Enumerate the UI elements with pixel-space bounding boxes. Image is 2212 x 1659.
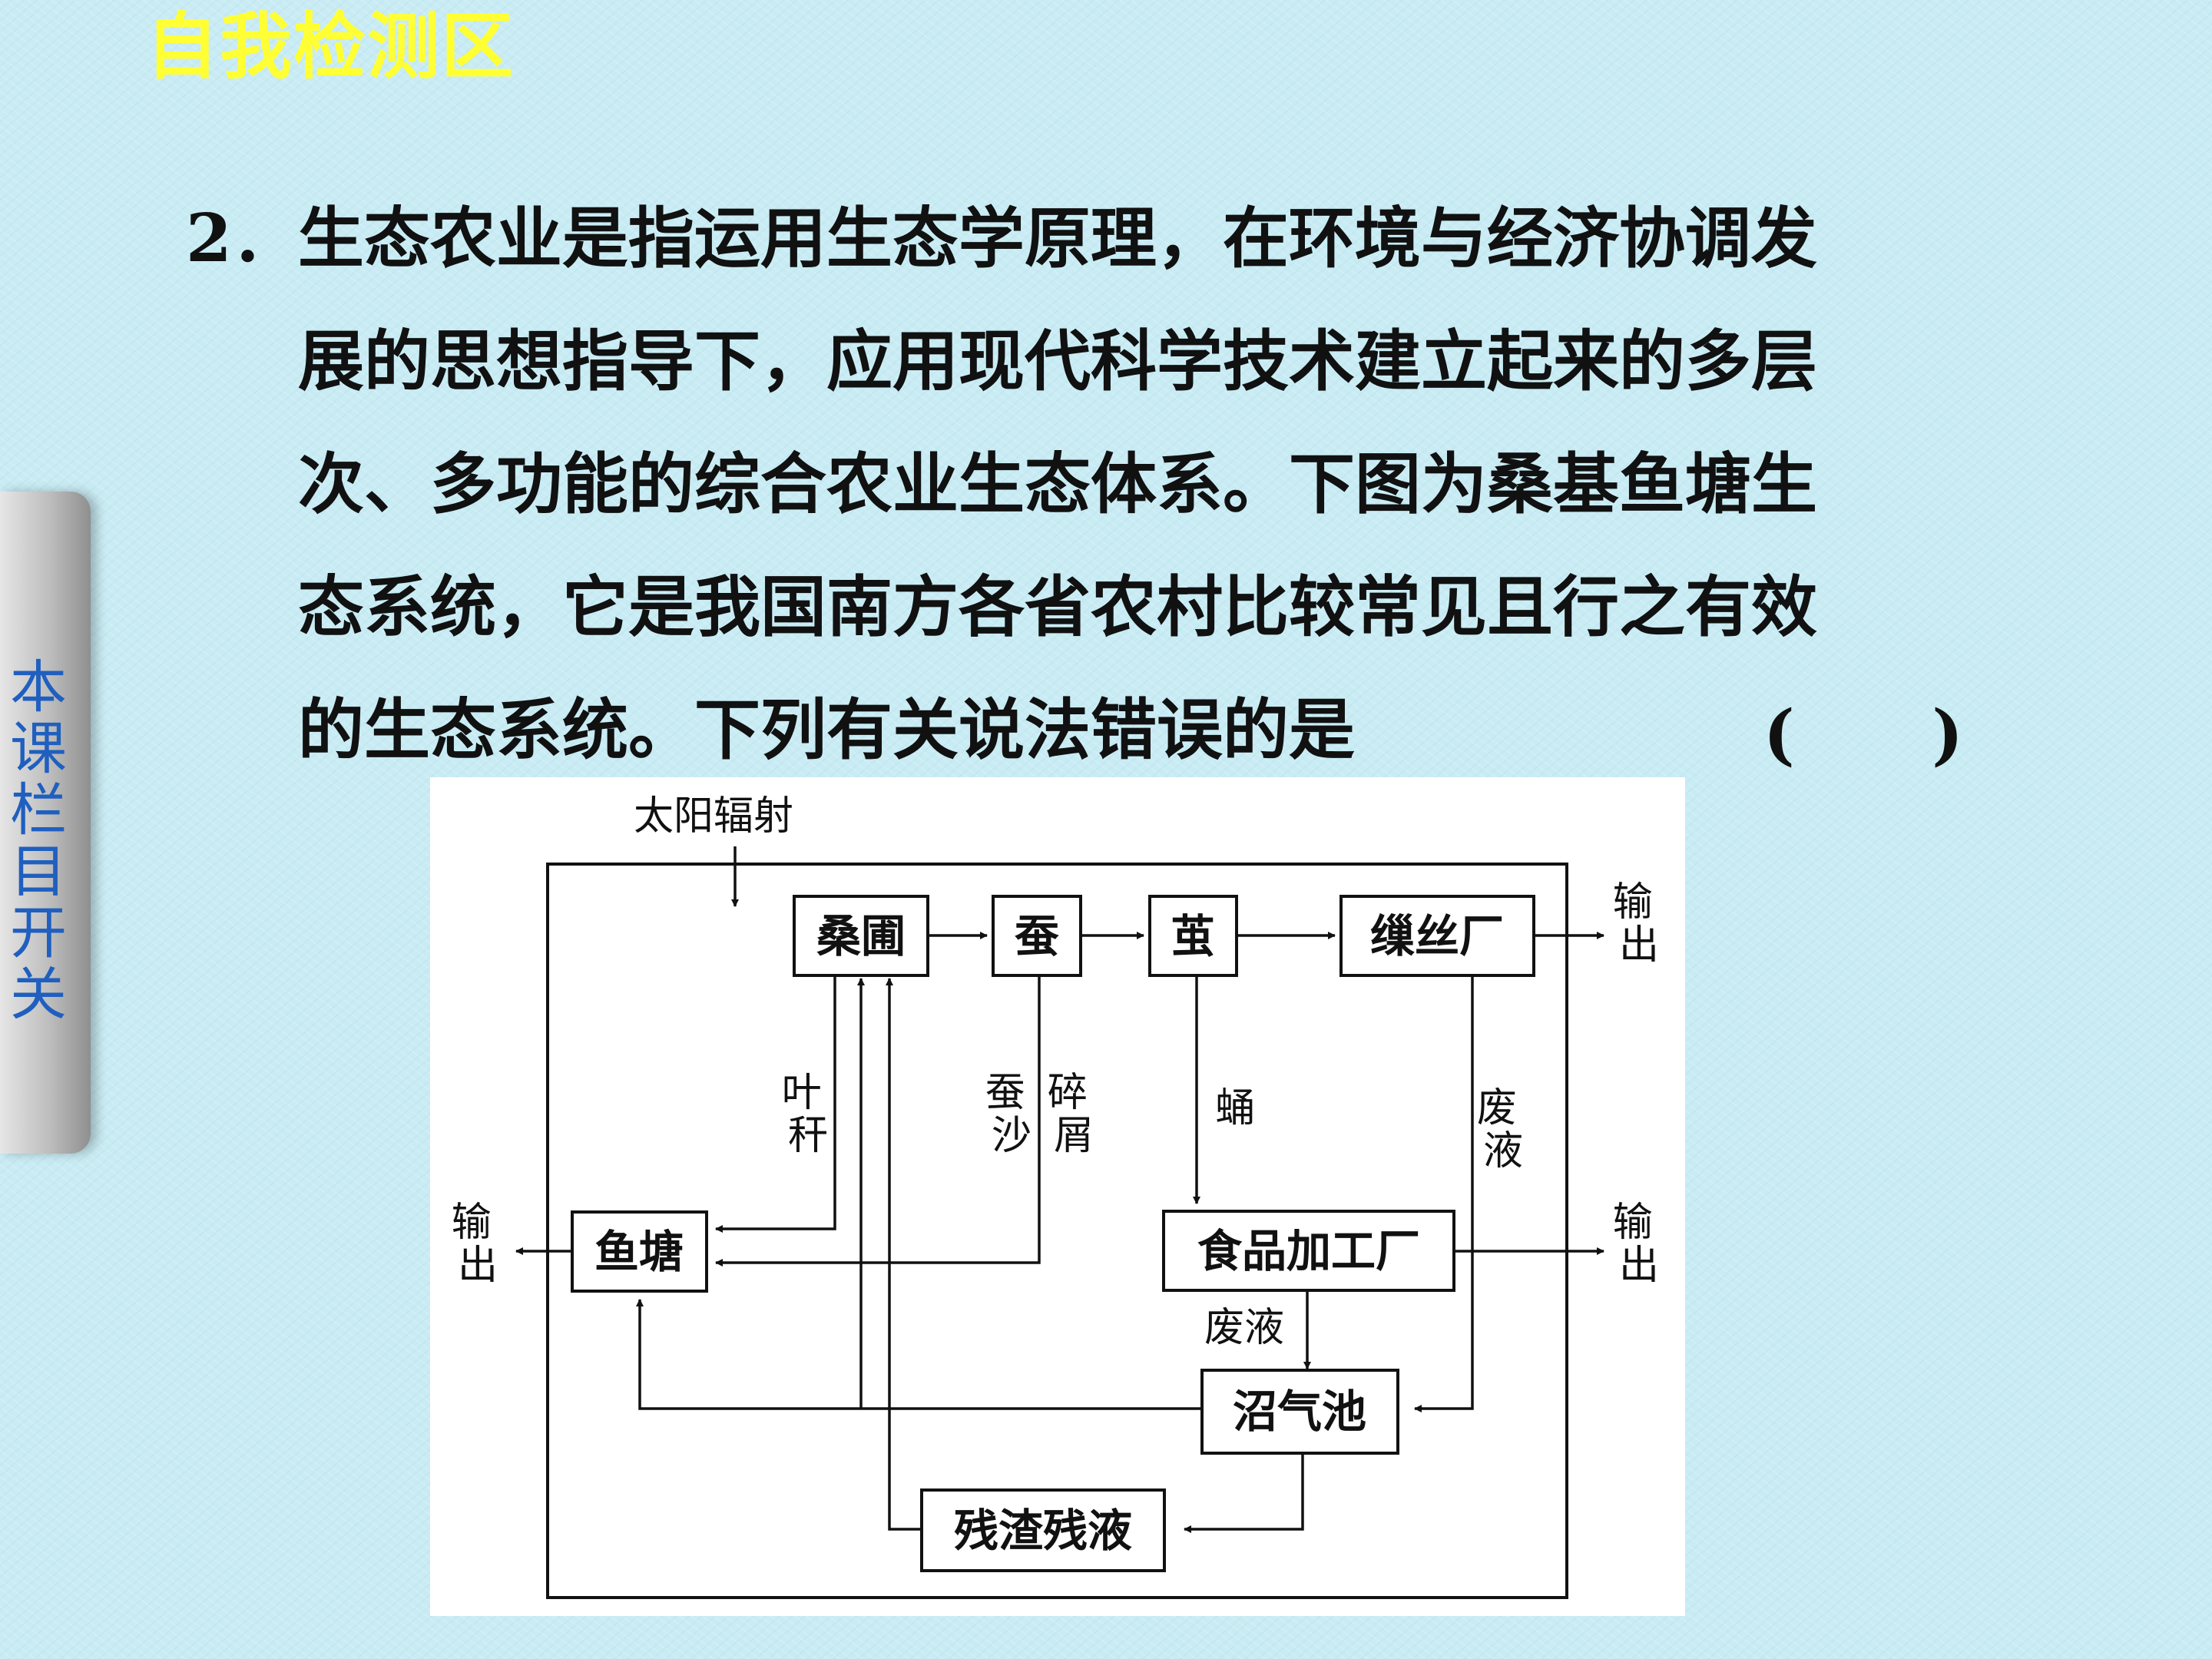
node-mulberry-label: 桑圃 [816,910,906,962]
edge-silkmill-biogas [1414,975,1474,1412]
label-silkworm-waste-c2: 沙 [992,1113,1031,1159]
label-leaves-stems: 叶 秆 [782,1070,835,1159]
label-wastewater-silk: 废 液 [1477,1085,1530,1174]
label-wastewater-food: 废液 [1204,1305,1284,1351]
node-mulberry-garden: 桑圃 [793,895,929,977]
label-output-food-c1: 输 [1613,1200,1653,1246]
node-cocoon-label: 茧 [1171,910,1215,962]
node-biogas-label: 沼气池 [1233,1386,1366,1438]
label-wastewater-silk-c2: 液 [1483,1128,1523,1174]
node-silk-mill: 缫丝厂 [1339,895,1535,977]
label-debris: 碎 屑 [1048,1070,1101,1159]
node-silk-mill-label: 缫丝厂 [1370,910,1504,962]
label-output-fish: 输 出 [452,1200,505,1289]
node-cocoon: 茧 [1148,895,1238,977]
node-food-factory-label: 食品加工厂 [1197,1225,1420,1277]
label-pupa: 蛹 [1215,1085,1255,1131]
node-fish-pond: 鱼塘 [571,1210,708,1293]
question-line-2: 展的思想指导下，应用现代科学技术建立起来的多层 [298,323,1817,400]
node-residue: 残渣残液 [920,1488,1166,1572]
edge-silkworm-fishpond [715,975,1041,1267]
question-line-5: 的生态系统。下列有关说法错误的是 [298,691,1355,769]
question-line-1: 2．生态农业是指运用生态学原理，在环境与经济协调发 [186,200,1817,277]
column-toggle-label: 本 课 栏 目 开 关 [10,654,67,1028]
ecosystem-diagram: 太阳辐射 桑圃 蚕 茧 缫丝厂 [430,777,1685,1616]
label-output-silk-c2: 出 [1619,922,1659,969]
label-debris-c2: 屑 [1054,1113,1094,1159]
node-fish-pond-label: 鱼塘 [594,1226,684,1278]
label-output-silk: 输 出 [1613,879,1666,969]
edge-biogas-residue [1184,1453,1304,1533]
ecosystem-boundary [546,863,1568,1599]
label-output-food-c2: 出 [1619,1243,1659,1289]
edge-biogas-fishpond [636,1299,1202,1410]
label-leaves-stems-c2: 秆 [788,1113,828,1159]
node-residue-label: 残渣残液 [954,1505,1132,1557]
edge-residue-mulberry [886,978,922,1531]
node-food-factory: 食品加工厂 [1162,1210,1455,1292]
edge-mulberry-fishpond [715,975,836,1233]
sun-radiation-label: 太阳辐射 [634,793,793,839]
answer-paren-open: ( [1763,696,1795,773]
label-output-food: 输 出 [1613,1200,1666,1289]
question-line-4: 态系统，它是我国南方各省农村比较常见且行之有效 [298,568,1817,646]
answer-paren-close: ) [1932,696,1963,773]
node-silkworm-label: 蚕 [1015,910,1059,962]
label-debris-c1: 碎 [1048,1070,1088,1116]
label-output-fish-c2: 出 [458,1243,498,1289]
question-line-3: 次、多功能的综合农业生态体系。下图为桑基鱼塘生 [298,445,1817,523]
label-silkworm-waste: 蚕 沙 [985,1070,1038,1159]
node-biogas-digester: 沼气池 [1200,1369,1399,1455]
label-output-fish-c1: 输 [452,1200,492,1246]
answer-blank: ( ) [1763,702,1963,768]
column-toggle-tab[interactable]: 本 课 栏 目 开 关 [0,492,91,1154]
section-title: 自我检测区 [146,5,515,89]
label-wastewater-silk-c1: 废 [1477,1085,1517,1131]
label-output-silk-c1: 输 [1613,879,1653,926]
node-silkworm: 蚕 [992,895,1082,977]
label-silkworm-waste-c1: 蚕 [985,1070,1025,1116]
label-leaves-stems-c1: 叶 [782,1070,822,1116]
